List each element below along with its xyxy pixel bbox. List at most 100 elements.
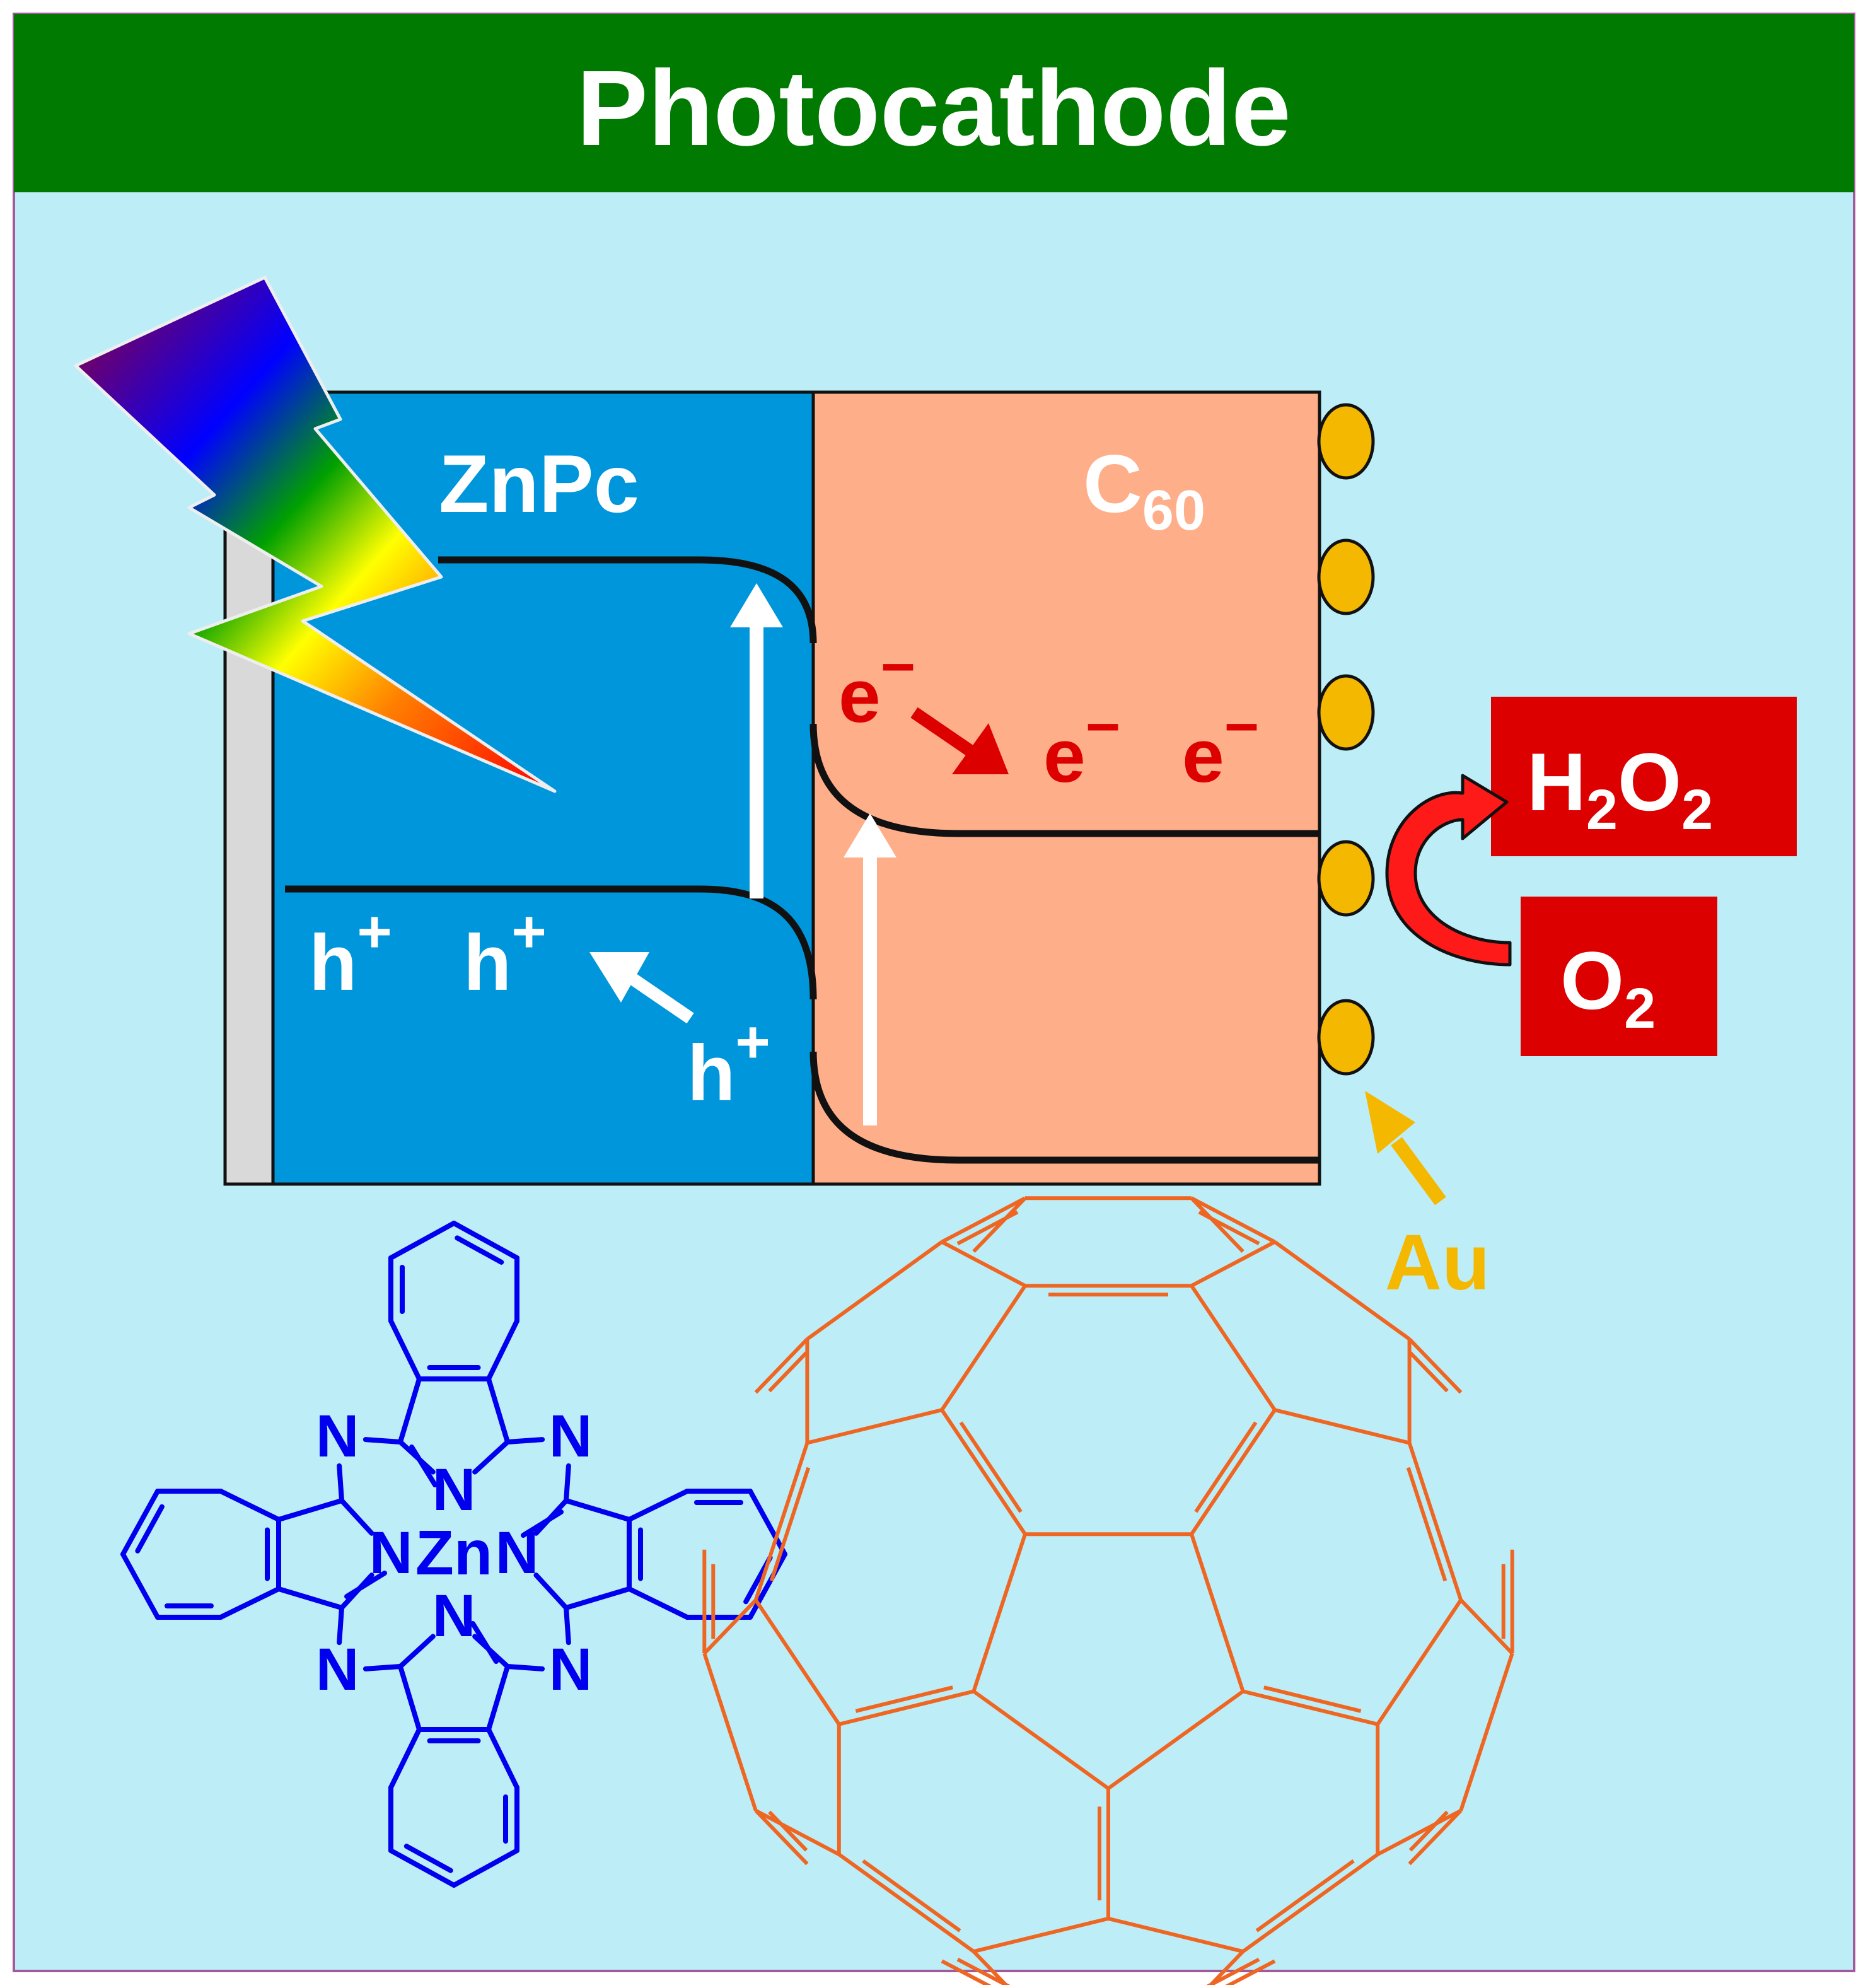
reduction-arrow [1385,774,1512,967]
c60-double-bond [855,1685,953,1713]
c60-bond [754,1337,809,1394]
c60-bond [806,1240,943,1341]
hole-label-2: h+ [463,898,547,1007]
znpc-bond [339,1498,374,1536]
c60-bond [754,1809,809,1866]
c60-bond [702,1653,758,1811]
c60-bond [1190,1240,1276,1288]
c60-bond [838,1852,975,1953]
h2o2-box [1491,697,1797,856]
c60-bond [972,1950,1012,1988]
c60-bond [755,1808,840,1856]
c60-bond [1242,1689,1378,1726]
znpc-bond [388,1318,422,1381]
electron-label-3: e− [1182,694,1259,798]
c60-bond [1376,1599,1463,1726]
znpc-bond [486,1318,519,1381]
znpc-double-bond [521,1509,564,1538]
znpc-bond [120,1552,160,1620]
znpc-molecule [120,1221,787,1888]
znpc-homo-band [285,885,817,1000]
znpc-bond [276,1586,344,1610]
znpc-bond [505,1664,545,1671]
znpc-bond [451,1221,519,1260]
c60-bond [972,1690,1110,1790]
znpc-nitrogen-label: N [369,1520,413,1586]
znpc-bond [564,1498,632,1522]
znpc-bond [564,1463,571,1503]
c60-bond [940,1409,1027,1535]
gold-particle [1317,840,1375,917]
c60-bond [1190,1284,1277,1411]
znpc-bond [472,1439,510,1475]
c60-bond [1107,1690,1244,1790]
znpc-double-bond [403,1844,453,1873]
c60-molecule [702,1196,1514,1988]
znpc-bond [486,1664,510,1732]
c60-bond [806,1408,943,1445]
znpc-bond [451,1848,519,1888]
znpc-bond [533,1572,569,1610]
znpc-bond [564,1605,571,1646]
c60-double-bond [1406,1467,1447,1582]
znpc-nitrogen-label: N [316,1636,359,1703]
gold-particle [1317,403,1375,480]
page-title: Photocathode [576,49,1291,168]
c60-bond [1241,1852,1379,1953]
gold-particle [1317,674,1375,751]
znpc-nitrogen-label: N [496,1520,539,1586]
c60-bond [754,1599,841,1726]
znpc-bond [218,1586,281,1620]
znpc-bond [388,1848,456,1888]
hole-transfer-arrow-head [589,952,649,1003]
znpc-bond [276,1498,344,1522]
c60-bond [1408,1809,1463,1866]
znpc-bond [564,1586,632,1610]
c60-bond [941,1959,997,1988]
c60-bond [1190,1533,1245,1692]
znpc-bond [627,1586,690,1620]
znpc-label: ZnPc [439,438,639,530]
c60-double-bond [959,1421,1023,1513]
excitation-arrow-c60-head [844,813,896,857]
o2-box [1521,897,1717,1056]
znpc-double-bond [455,1235,504,1265]
znpc-bond [218,1489,281,1522]
c60-bond [941,1196,1026,1244]
znpc-bond [398,1634,436,1669]
light-bolt-icon [74,276,557,793]
znpc-bond [627,1489,690,1522]
znpc-nitrogen-label: N [432,1583,476,1649]
c60-double-bond [862,1859,961,1933]
c60-bond [1408,1337,1463,1394]
c60-double-bond [1198,1210,1260,1246]
znpc-bond [337,1605,344,1646]
c60-double-bond [768,1810,808,1852]
hole-transfer-arrow-shaft [627,972,694,1024]
c60-double-bond [956,1210,1019,1246]
znpc-bond [398,1664,422,1732]
znpc-nitrogen-label: N [549,1403,593,1470]
znpc-nitrogen-label: N [432,1456,476,1523]
header-bar [14,14,1854,192]
c60-label: C60 [1083,438,1205,542]
o2-label: O2 [1560,934,1656,1040]
c60-bond [1273,1240,1411,1341]
c60-double-bond [1408,1810,1449,1852]
znpc-bond [486,1727,519,1790]
c60-bond [1190,1196,1276,1244]
znpc-double-bond [135,1504,165,1554]
c60-homo-band [809,1051,1320,1164]
au-pointer-arrow-head [1365,1091,1415,1154]
znpc-bond [748,1489,787,1557]
c60-bond [1376,1808,1462,1856]
znpc-bond [363,1664,403,1671]
znpc-bond [388,1221,456,1260]
znpc-double-bond [470,1621,499,1664]
electron-label-1: e− [838,634,915,738]
gold-particle [1317,538,1375,615]
znpc-bond [748,1552,787,1620]
znpc-bond [363,1437,403,1444]
excitation-arrow-znpc-head [730,583,783,627]
hole-label-1: h+ [309,898,392,1007]
